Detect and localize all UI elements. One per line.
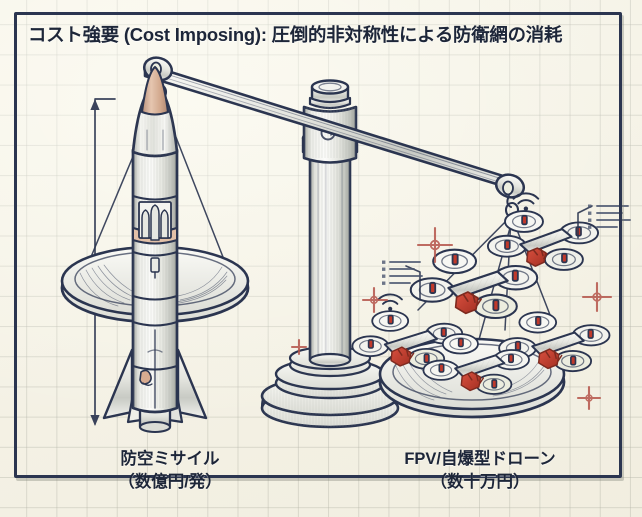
missile-icon <box>102 65 208 434</box>
drone-icon <box>409 248 539 320</box>
right-item-caption: FPV/自爆型ドローン （数十万円） <box>340 448 620 495</box>
drone-icon <box>422 333 530 395</box>
right-caption-line2: （数十万円） <box>430 473 530 492</box>
drone-icon <box>486 192 600 271</box>
callout-block <box>577 204 631 239</box>
wifi-signal-icon <box>512 192 540 211</box>
left-caption-line1: 防空ミサイル <box>120 450 220 468</box>
scale-pivot <box>302 79 358 164</box>
left-item-caption: 防空ミサイル （数億円/発） <box>40 448 300 495</box>
page-title: コスト強要 (Cost Imposing): 圧倒的非対称性による防衛網の消耗 <box>28 24 563 45</box>
drone-icon <box>498 311 611 373</box>
callout-block <box>382 260 423 301</box>
crosshair-target-icon <box>361 286 389 314</box>
crosshair-target-icon <box>581 281 613 313</box>
scale-base <box>260 345 400 429</box>
right-caption-line1: FPV/自爆型ドローン <box>404 450 556 468</box>
crosshair-target-icon <box>416 226 454 264</box>
wifi-signal-icon <box>377 293 403 311</box>
crosshair-target-icon <box>290 338 308 356</box>
crosshair-target-icon <box>576 385 602 411</box>
left-caption-line2: （数億円/発） <box>118 473 222 492</box>
